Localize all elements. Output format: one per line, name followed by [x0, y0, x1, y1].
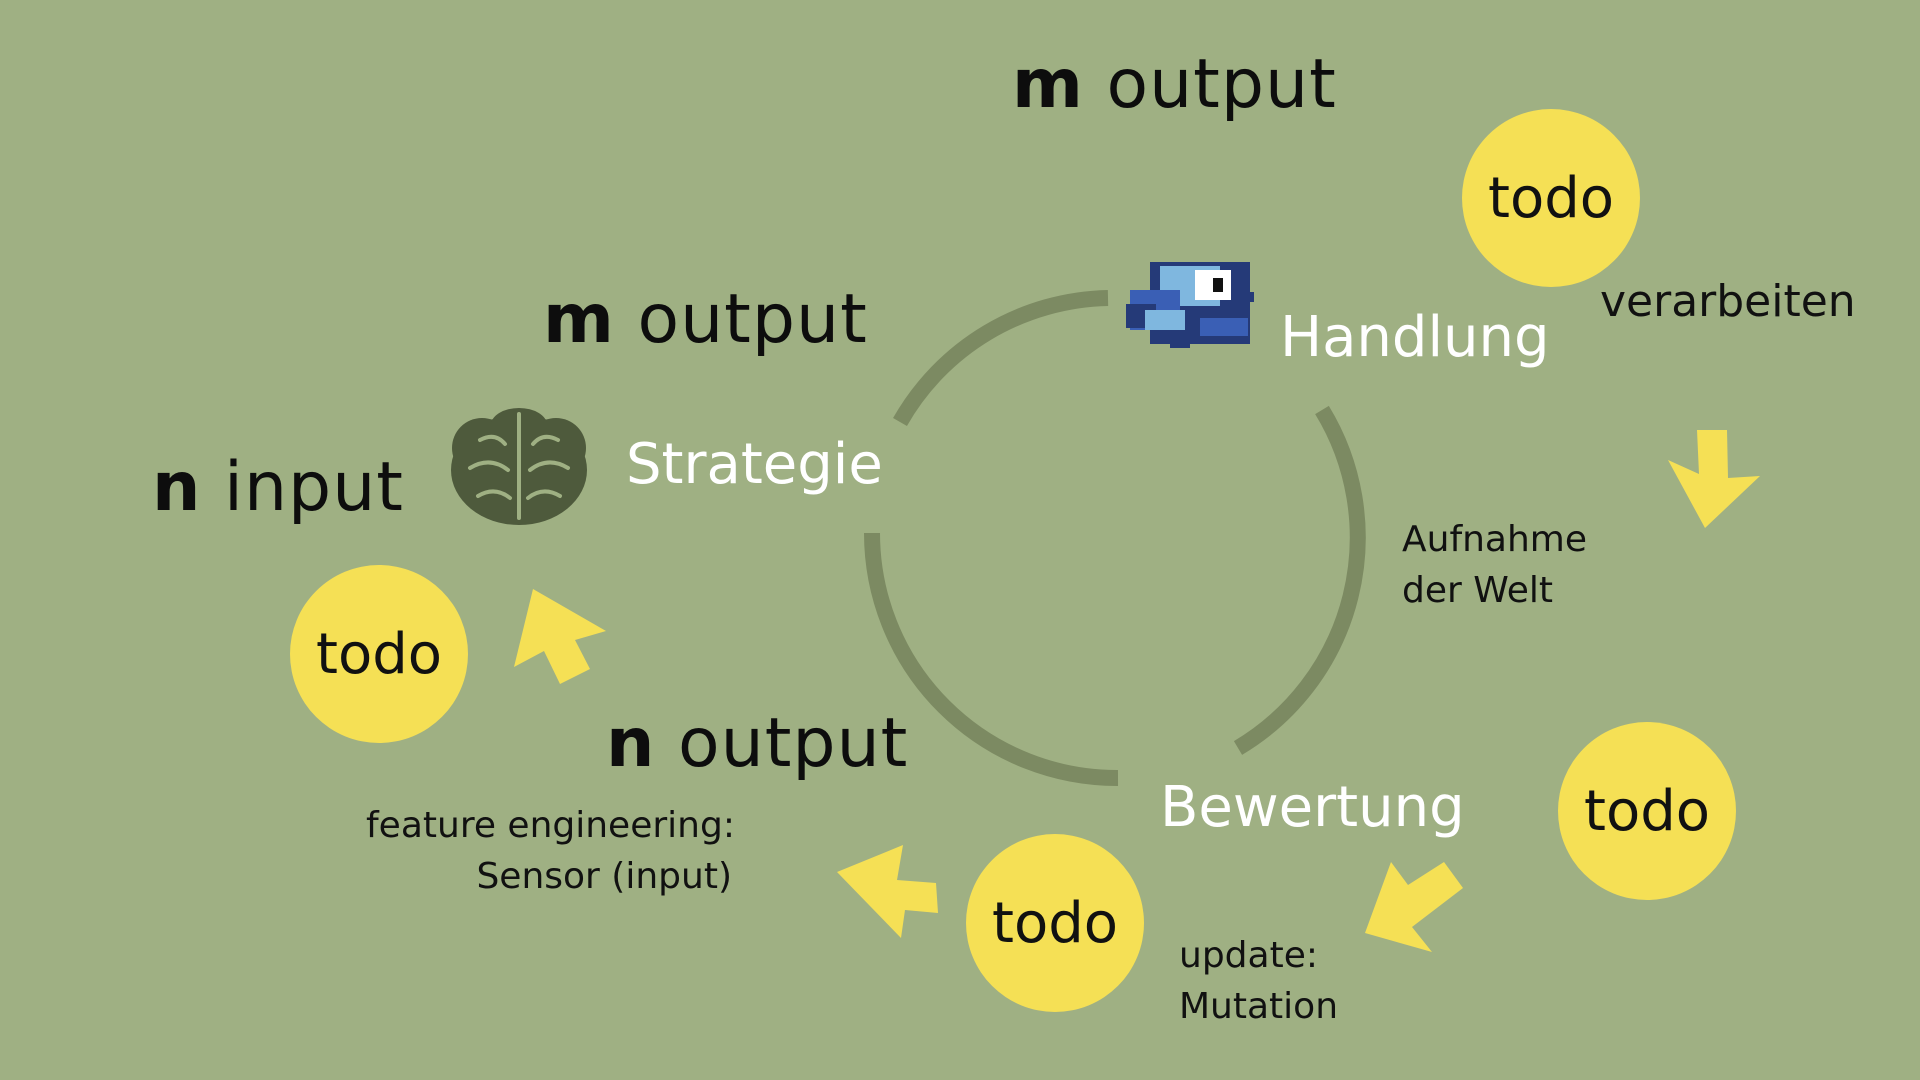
stage-bewertung: Bewertung: [1160, 775, 1465, 840]
label-text: input: [224, 448, 404, 527]
flappy-bird-icon: [1126, 262, 1254, 348]
annotation-line: Aufnahme: [1402, 519, 1588, 560]
label-var: m: [543, 280, 615, 359]
brain-icon: [451, 408, 587, 525]
annotation-aufnahme: Aufnahme der Welt: [1402, 514, 1587, 616]
todo-badge-top-right: todo: [1462, 109, 1640, 287]
label-var: n: [152, 448, 202, 527]
label-m-output-left: m output: [543, 280, 868, 359]
arrow-up-right: [514, 589, 606, 684]
todo-badge-left: todo: [290, 565, 468, 743]
label-text: output: [637, 280, 868, 359]
todo-badge-right: todo: [1558, 722, 1736, 900]
label-m-output-top: m output: [1012, 45, 1337, 124]
cycle-arc-bottom: [864, 532, 1119, 787]
cycle-arc-top: [893, 290, 1109, 426]
label-text: output: [678, 704, 909, 783]
label-text: output: [1106, 45, 1337, 124]
stage-handlung: Handlung: [1280, 305, 1550, 370]
annotation-line: der Welt: [1402, 570, 1553, 611]
label-n-input: n input: [152, 448, 404, 527]
annotation-line: feature engineering:: [366, 805, 735, 846]
annotation-update: update: Mutation: [1179, 930, 1338, 1032]
label-n-output: n output: [606, 704, 908, 783]
arrow-left: [837, 845, 938, 938]
label-var: m: [1012, 45, 1084, 124]
annotation-line: Mutation: [1179, 986, 1339, 1027]
arrow-down-right: [1668, 430, 1760, 528]
stage-strategie: Strategie: [626, 432, 883, 497]
annotation-line: update:: [1179, 935, 1318, 976]
arrow-down-left: [1365, 862, 1463, 952]
annotation-line: Sensor (input): [476, 856, 732, 897]
todo-badge-bottom: todo: [966, 834, 1144, 1012]
annotation-verarbeiten: verarbeiten: [1600, 276, 1856, 327]
cycle-arc-right: [1233, 405, 1366, 755]
annotation-feature-engineering: feature engineering: Sensor (input): [366, 800, 735, 902]
label-var: n: [606, 704, 656, 783]
